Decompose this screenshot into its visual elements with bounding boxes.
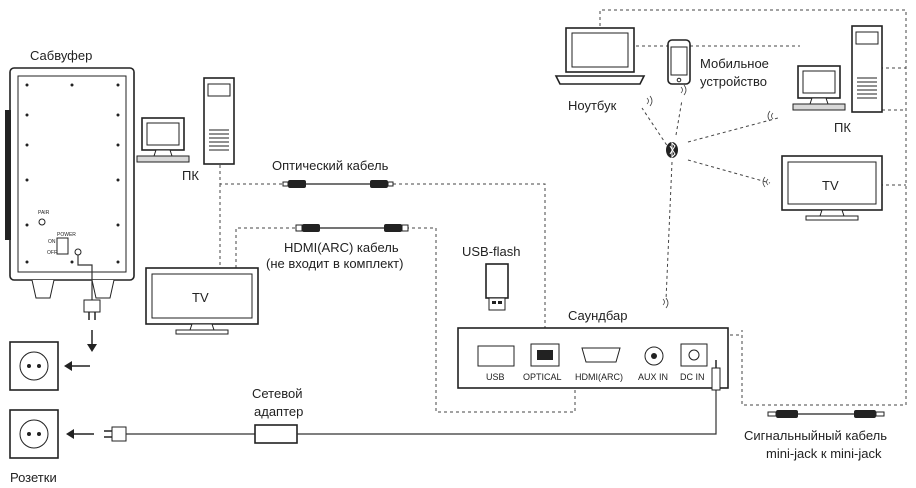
- power-adapter: [254, 424, 298, 444]
- usb-flash-label: USB-flash: [462, 244, 521, 259]
- signal-cable-label-2: mini-jack к mini-jack: [766, 446, 882, 461]
- arrow-head-down-icon: [87, 344, 97, 352]
- adapter-label-2: адаптер: [254, 404, 303, 419]
- pc-right: [792, 25, 883, 113]
- dc-jack: [711, 360, 721, 391]
- soundbar: [457, 327, 729, 389]
- bt-laptop-line: [641, 107, 671, 151]
- arrow-head-left-icon-2: [66, 429, 74, 439]
- arrow-head-left-icon: [64, 361, 72, 371]
- sockets-label: Розетки: [10, 470, 57, 485]
- tv-left-label: TV: [192, 290, 209, 305]
- usb-port-label: USB: [486, 372, 505, 382]
- mobile-label-1: Мобильное: [700, 56, 769, 71]
- usb-port: [477, 345, 515, 367]
- bt-frame-line: [599, 9, 907, 406]
- optical-cable: [282, 180, 394, 188]
- mobile-label-2: устройство: [700, 74, 767, 89]
- pc-right-label: ПК: [834, 120, 851, 135]
- pair-label: PAIR: [38, 210, 50, 216]
- usb-flash-drive: [485, 263, 509, 311]
- hdmi-cable-label-2: (не входит в комплект): [266, 256, 403, 271]
- subwoofer-plug: [83, 299, 101, 320]
- hdmi-port: [581, 347, 621, 363]
- adapter-label-1: Сетевой: [252, 386, 302, 401]
- mobile-device: [667, 39, 691, 85]
- bt-tv-line: [687, 159, 771, 184]
- laptop: [554, 27, 646, 85]
- optical-cable-label: Оптический кабель: [272, 158, 389, 173]
- hdmi-line: [235, 227, 576, 413]
- tv-right: [781, 155, 883, 221]
- pc-left-label: ПК: [182, 168, 199, 183]
- wifi-waves: [646, 84, 774, 309]
- hdmi-cable-label-1: HDMI(ARC) кабель: [284, 240, 399, 255]
- off-label: OFF: [47, 250, 57, 256]
- bt-pc-line: [687, 117, 779, 143]
- subwoofer: [5, 67, 135, 299]
- soundbar-label: Саундбар: [568, 308, 628, 323]
- pc-left: [136, 77, 235, 165]
- hdmi-cable: [295, 224, 409, 232]
- power-label: POWER: [57, 232, 76, 238]
- laptop-label: Ноутбук: [568, 98, 617, 113]
- wall-socket-top: [9, 341, 59, 391]
- dc-port-label: DC IN: [680, 372, 705, 382]
- subwoofer-label: Сабвуфер: [30, 48, 92, 63]
- mini-jack-cable: [767, 410, 885, 418]
- tv-left: [145, 267, 259, 335]
- adapter-dc-cable: [297, 390, 717, 435]
- bt-mobile-line: [675, 99, 683, 136]
- bluetooth-icon: [666, 141, 678, 159]
- wall-socket-bottom: [9, 409, 59, 459]
- subwoofer-power-cable: [77, 255, 93, 300]
- aux-port-label: AUX IN: [638, 372, 668, 382]
- adapter-plug: [104, 426, 127, 442]
- signal-cable-label-1: Сигнальныйный кабель: [744, 428, 887, 443]
- optical-port-label: OPTICAL: [523, 372, 562, 382]
- on-label: ON: [48, 239, 56, 245]
- bt-soundbar-line: [665, 161, 673, 301]
- hdmi-port-label: HDMI(ARC): [575, 372, 623, 382]
- tv-right-label: TV: [822, 178, 839, 193]
